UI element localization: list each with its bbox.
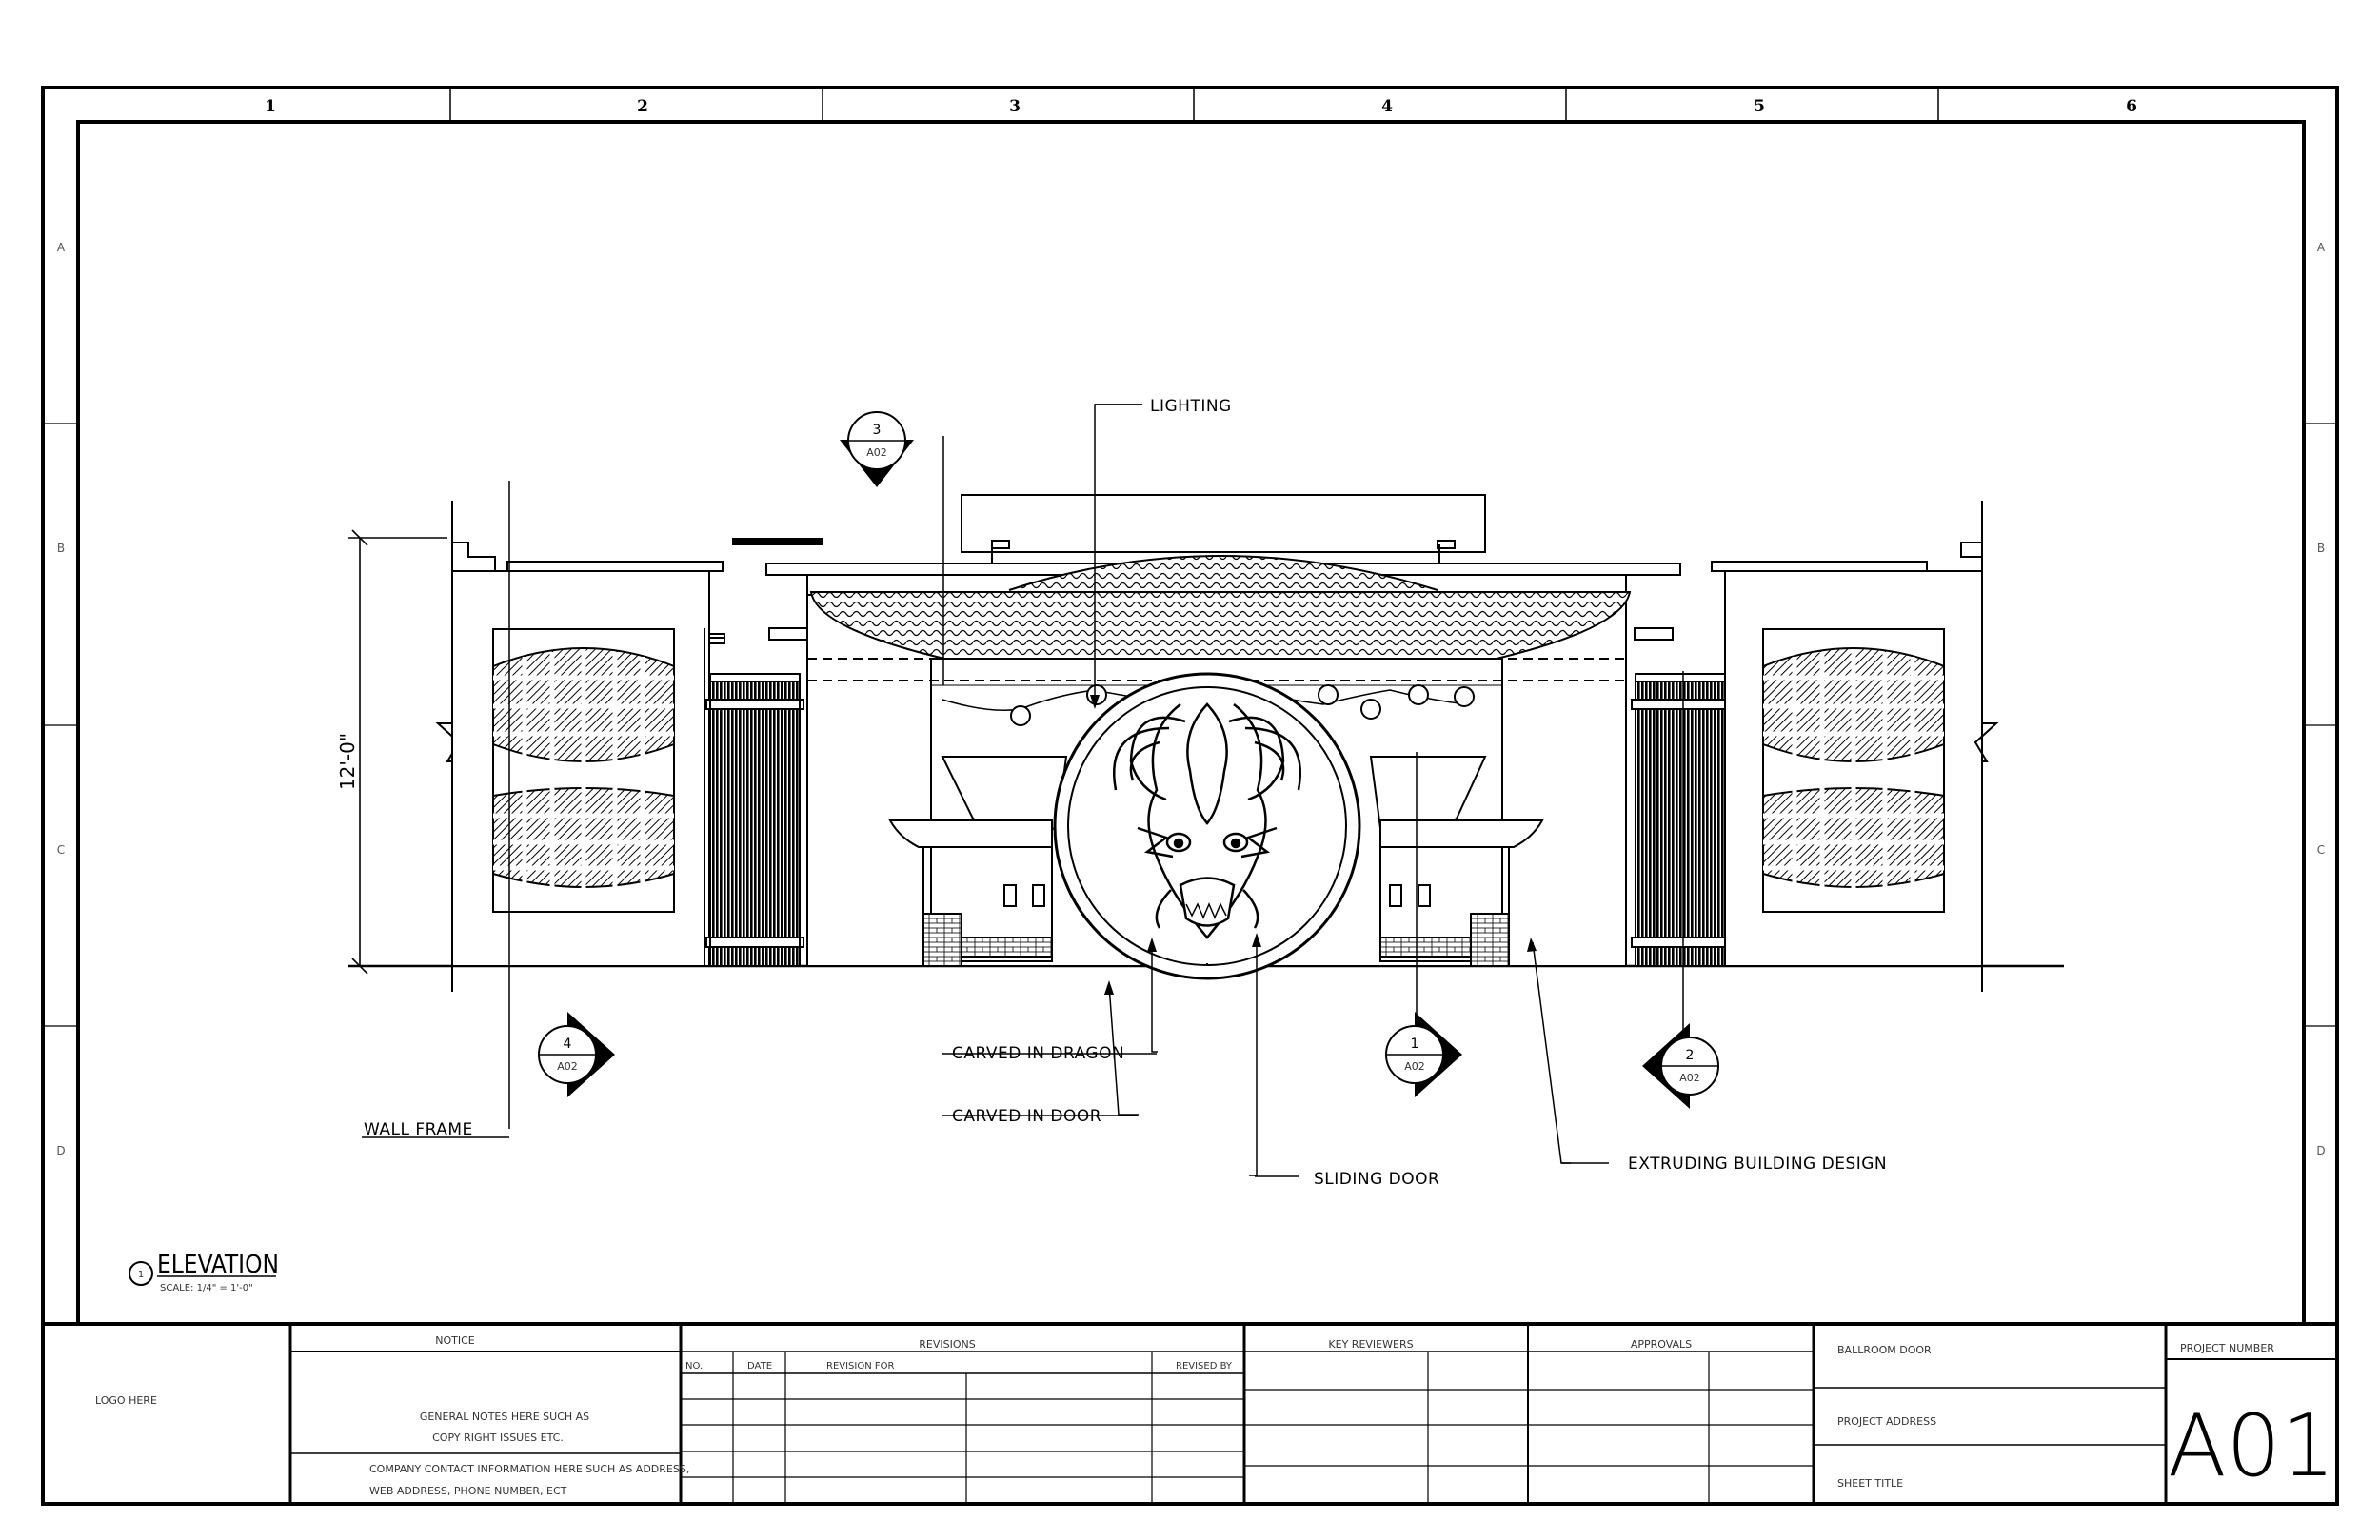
notice-text-line-2: COPY RIGHT ISSUES ETC. <box>432 1431 564 1444</box>
grid-row-d-left: D <box>56 1144 65 1157</box>
key-reviewers-header: KEY REVIEWERS <box>1328 1338 1413 1351</box>
company-info-line-1: COMPANY CONTACT INFORMATION HERE SUCH AS… <box>369 1463 689 1475</box>
right-wing <box>1711 501 1999 992</box>
left-wing <box>435 501 725 992</box>
elevation-scale: SCALE: 1/4" = 1'-0" <box>160 1283 253 1293</box>
sheet-border <box>41 86 2339 1506</box>
height-dimension-label: 12'-0" <box>336 733 359 790</box>
callout-carved-door: CARVED IN DOOR <box>952 1107 1101 1126</box>
left-column <box>705 673 804 967</box>
grid-col-1: 1 <box>265 97 276 116</box>
callout-leaders <box>362 404 1684 1177</box>
left-window-lower <box>492 786 675 895</box>
section-marker-2: 2 A02 <box>1642 1023 1719 1109</box>
grid-row-c-right: C <box>2317 843 2325 857</box>
grid-row-a-right: A <box>2317 241 2326 254</box>
revisions-col-date: DATE <box>747 1361 772 1372</box>
section-1-sheet: A02 <box>1404 1060 1425 1073</box>
callout-extruding-design: EXTRUDING BUILDING DESIGN <box>1628 1155 1887 1174</box>
right-window-upper <box>1762 647 1945 769</box>
section-3-sheet: A02 <box>866 446 887 459</box>
callout-lighting: LIGHTING <box>1150 397 1232 416</box>
callout-carved-dragon: CARVED IN DRAGON <box>952 1044 1124 1063</box>
elevation-drawing <box>348 494 2064 992</box>
revisions-header: REVISIONS <box>919 1338 975 1351</box>
section-3-number: 3 <box>873 423 882 438</box>
revisions-col-revision-for: REVISION FOR <box>826 1361 895 1372</box>
callout-sliding-door: SLIDING DOOR <box>1314 1170 1439 1189</box>
revisions-col-no: NO. <box>685 1361 703 1372</box>
elevation-title-text: ELEVATION <box>157 1251 279 1279</box>
section-4-number: 4 <box>564 1037 572 1052</box>
grid-column-ticks <box>449 88 1939 122</box>
left-window-upper <box>492 647 675 769</box>
section-1-number: 1 <box>1411 1037 1419 1052</box>
leader-arrowheads <box>1090 695 1537 995</box>
elevation-title: 1 ELEVATION SCALE: 1/4" = 1'-0" <box>129 1251 279 1293</box>
section-marker-3: 3 A02 <box>840 411 914 487</box>
grid-row-b-left: B <box>57 542 65 555</box>
grid-col-3: 3 <box>1009 97 1021 116</box>
logo-placeholder: LOGO HERE <box>95 1394 157 1407</box>
round-door <box>1053 672 1361 980</box>
height-dimension <box>348 529 447 975</box>
title-block-lines <box>288 1324 2337 1504</box>
company-info-line-2: WEB ADDRESS, PHONE NUMBER, ECT <box>369 1485 567 1497</box>
grid-col-6: 6 <box>2126 97 2137 116</box>
grid-row-ticks <box>43 423 2337 1027</box>
callout-wall-frame: WALL FRAME <box>364 1120 473 1139</box>
notice-header: NOTICE <box>435 1334 475 1347</box>
approvals-header: APPROVALS <box>1631 1338 1692 1351</box>
grid-row-d-right: D <box>2316 1144 2325 1157</box>
section-2-sheet: A02 <box>1679 1072 1700 1084</box>
grid-row-b-right: B <box>2317 542 2325 555</box>
grid-row-a-left: A <box>57 241 66 254</box>
revisions-col-revised-by: REVISED BY <box>1176 1361 1233 1372</box>
right-window-lower <box>1762 786 1945 895</box>
sheet-title: SHEET TITLE <box>1837 1477 1903 1490</box>
grid-row-labels: A B C D A B C D <box>56 241 2326 1157</box>
section-marker-4: 4 A02 <box>538 1012 615 1097</box>
scaled-roof <box>809 591 1632 660</box>
project-name: BALLROOM DOOR <box>1837 1344 1932 1356</box>
project-number-label: PROJECT NUMBER <box>2180 1342 2274 1354</box>
section-2-number: 2 <box>1686 1048 1695 1063</box>
sheet-number: A01 <box>2168 1396 2335 1496</box>
notice-text-line-1: GENERAL NOTES HERE SUCH AS <box>420 1411 589 1423</box>
grid-row-c-left: C <box>57 843 65 857</box>
grid-col-5: 5 <box>1754 97 1765 116</box>
grid-col-4: 4 <box>1381 97 1393 116</box>
elevation-number: 1 <box>138 1270 144 1280</box>
project-address: PROJECT ADDRESS <box>1837 1415 1936 1428</box>
right-column <box>1631 673 1730 967</box>
dragon-head <box>1113 702 1301 939</box>
grid-column-labels: 1 2 3 4 5 6 <box>265 97 2137 116</box>
grid-col-2: 2 <box>637 97 648 116</box>
section-4-sheet: A02 <box>557 1060 578 1073</box>
section-marker-1: 1 A02 <box>1385 1012 1462 1097</box>
